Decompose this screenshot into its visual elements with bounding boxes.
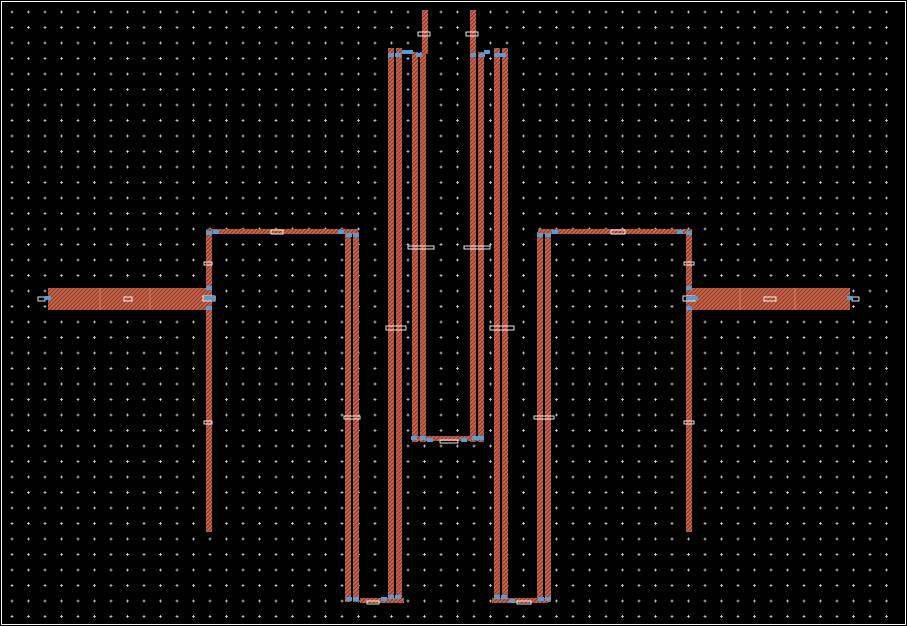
pin-icon	[407, 50, 413, 54]
port-icon	[123, 296, 133, 302]
pin-icon	[677, 230, 683, 234]
pin-icon	[686, 286, 692, 290]
port-icon	[417, 31, 431, 37]
pin-icon	[381, 597, 387, 601]
resonator-u-right[interactable]	[537, 229, 692, 602]
pin-icon	[545, 597, 551, 601]
pin-icon	[395, 53, 401, 57]
pin-icon	[494, 53, 500, 57]
pin-icon	[402, 50, 408, 54]
pin-icon	[206, 231, 212, 235]
pin-icon	[686, 296, 692, 300]
grid-cross-icon	[10, 10, 888, 618]
pin-icon	[552, 230, 558, 234]
pin-icon	[484, 50, 490, 54]
pin-icon	[213, 230, 219, 234]
pin-icon	[686, 306, 692, 310]
pin-icon	[204, 296, 210, 300]
port-icon	[270, 229, 284, 235]
pin-icon	[210, 296, 216, 300]
pin-icon	[494, 595, 500, 599]
pin-icon	[45, 296, 51, 300]
pin-icon	[346, 233, 352, 237]
pin-icon	[470, 53, 476, 57]
pin-icon	[395, 595, 401, 599]
pin-icon	[420, 436, 426, 440]
port-markers	[37, 31, 860, 605]
pin-icon	[416, 53, 422, 57]
resonator-hairpin-center[interactable]	[412, 10, 484, 442]
pin-icon	[411, 436, 417, 440]
pin-icon	[479, 53, 485, 57]
port-icon	[683, 261, 695, 266]
pin-icon	[538, 597, 544, 601]
port-icon	[463, 245, 491, 250]
resonator-hairpin-right[interactable]	[492, 48, 548, 603]
port-icon	[763, 296, 777, 302]
pin-icon	[353, 597, 359, 601]
pin-icon	[206, 306, 212, 310]
pin-icon	[338, 230, 344, 234]
port-icon	[343, 415, 361, 420]
pin-icon	[388, 595, 394, 599]
port-icon	[610, 229, 626, 235]
pin-icon	[692, 296, 698, 300]
port-icon	[203, 261, 213, 266]
pin-icon	[500, 53, 506, 57]
port-icon	[203, 420, 213, 425]
pin-icon	[847, 296, 853, 300]
port-icon	[683, 420, 695, 425]
grid-layer	[10, 10, 888, 618]
pin-icon	[353, 233, 359, 237]
port-icon	[385, 325, 407, 331]
pin-icon	[501, 595, 507, 599]
pin-icon	[509, 599, 515, 603]
resonator-u-left[interactable]	[206, 229, 359, 602]
port-icon	[851, 296, 860, 302]
pin-icon	[537, 233, 543, 237]
pin-icon	[427, 438, 433, 442]
port-icon	[37, 296, 46, 302]
port-icon	[407, 245, 435, 250]
pin-markers	[45, 50, 853, 603]
output-feed-line-right[interactable]	[690, 288, 850, 310]
port-icon	[439, 439, 459, 444]
pin-icon	[388, 53, 394, 57]
pin-icon	[545, 233, 551, 237]
pin-icon	[472, 436, 478, 440]
port-icon	[366, 600, 380, 605]
pin-icon	[478, 436, 484, 440]
port-icon	[489, 325, 515, 331]
pin-icon	[346, 597, 352, 601]
pin-icon	[461, 438, 467, 442]
pin-icon	[206, 286, 212, 290]
resonator-hairpin-left[interactable]	[360, 48, 404, 603]
port-icon	[533, 415, 555, 420]
port-icon	[516, 600, 532, 605]
input-feed-line-left[interactable]	[48, 288, 208, 310]
pin-icon	[686, 231, 692, 235]
port-icon	[465, 31, 479, 37]
